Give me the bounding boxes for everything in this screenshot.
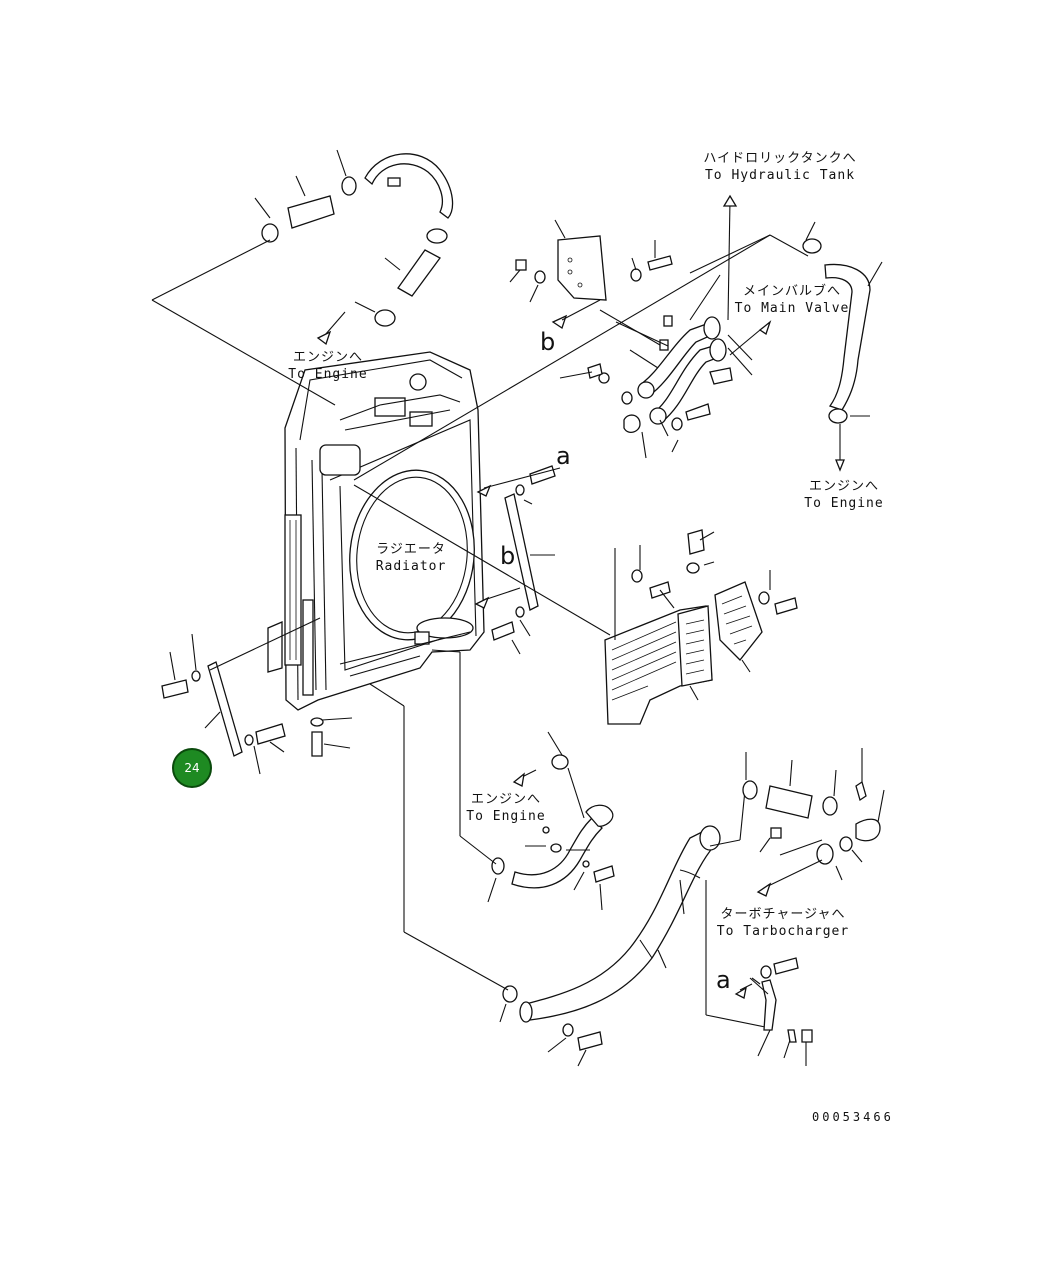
- upper-bracket: [509, 219, 673, 346]
- main-valve-label-en: To Main Valve: [734, 301, 850, 316]
- stay-rods: [353, 465, 611, 655]
- radiator-label-en: Radiator: [375, 559, 447, 574]
- main-valve-label-jp: メインバルブへ: [742, 284, 841, 299]
- engine-label-top-left-en: To Engine: [288, 367, 368, 382]
- radiator-label-jp: ラジエータ: [376, 542, 446, 557]
- engine-label-lower: エンジンへ To Engine: [458, 791, 554, 825]
- ref-letter-a-lower: a: [716, 966, 731, 994]
- engine-label-right: エンジンへ To Engine: [796, 478, 892, 512]
- ref-letter-b-upper: b: [540, 328, 556, 356]
- turbocharger-label-jp: ターボチャージャへ: [720, 907, 846, 922]
- lower-engine-hoses: [431, 649, 615, 911]
- turbocharger-label-en: To Tarbocharger: [716, 924, 850, 939]
- hydraulic-tank-label-en: To Hydraulic Tank: [704, 168, 856, 183]
- turbo-pipe: [369, 683, 771, 1067]
- engine-label-lower-jp: エンジンへ: [470, 792, 541, 807]
- right-hose: [689, 221, 883, 472]
- document-id: 00053466: [812, 1110, 894, 1124]
- ref-letter-b-middle: b: [500, 542, 516, 570]
- engine-label-top-left: エンジンへ To Engine: [280, 349, 376, 383]
- ref-letter-a-upper: a: [556, 442, 571, 470]
- left-rod: [161, 617, 353, 775]
- main-valve-pipes: [353, 194, 772, 481]
- turbocharger-label: ターボチャージャへ To Tarbocharger: [710, 906, 856, 940]
- engine-label-right-jp: エンジンへ: [808, 479, 879, 494]
- hydraulic-tank-label: ハイドロリックタンクへ To Hydraulic Tank: [700, 150, 860, 184]
- radiator-assembly: [267, 351, 485, 711]
- engine-label-right-en: To Engine: [804, 496, 884, 511]
- upper-left-hoses: [151, 149, 454, 406]
- guards: [604, 529, 798, 725]
- callout-badge[interactable]: 24: [172, 748, 212, 788]
- hydraulic-tank-label-jp: ハイドロリックタンクへ: [703, 151, 857, 166]
- turbo-hoses: [742, 748, 885, 897]
- engine-label-top-left-jp: エンジンへ: [292, 350, 363, 365]
- callout-badge-number: 24: [184, 761, 200, 775]
- engine-label-lower-en: To Engine: [466, 809, 546, 824]
- main-valve-label: メインバルブへ To Main Valve: [728, 283, 856, 317]
- radiator-label: ラジエータ Radiator: [366, 541, 456, 575]
- lower-clamp: [734, 957, 813, 1066]
